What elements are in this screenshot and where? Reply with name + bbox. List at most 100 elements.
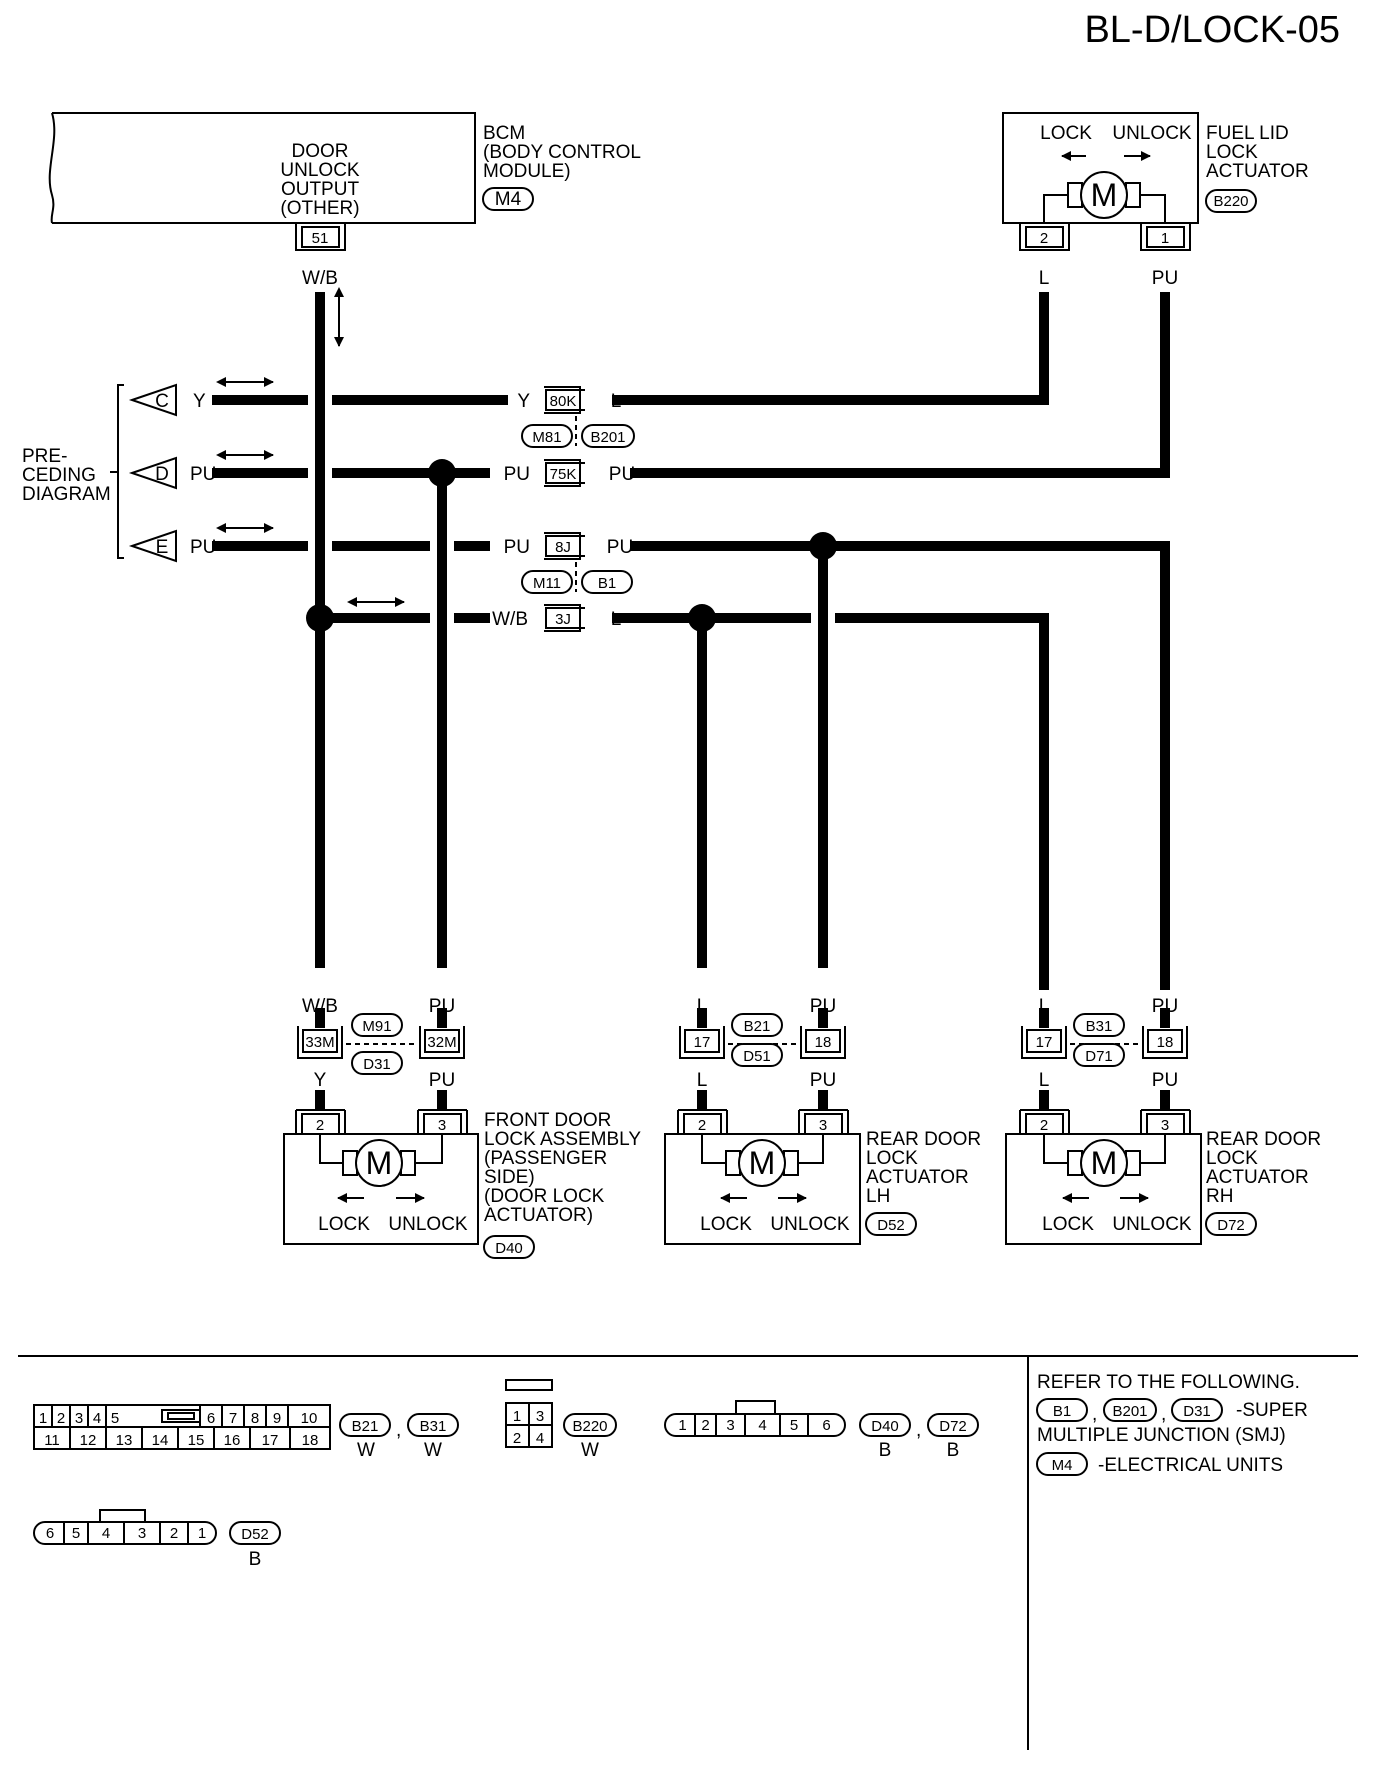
arrow-d-color: PU bbox=[190, 464, 216, 485]
refer-eu-id: M4 bbox=[1052, 1457, 1073, 1474]
row-wb-terminal: 3J bbox=[555, 611, 571, 628]
arrow-e-letter: E bbox=[156, 537, 169, 558]
fd-wire-bottom-left: Y bbox=[314, 1070, 327, 1091]
c6a-id-2: D72 bbox=[939, 1418, 967, 1435]
fd-wire-top-left: W/B bbox=[302, 996, 338, 1017]
rh-label-2: LOCK bbox=[1206, 1148, 1258, 1169]
c4-id: B220 bbox=[572, 1418, 607, 1435]
bcm-output-4: (OTHER) bbox=[280, 198, 359, 219]
motor-icon bbox=[1080, 1139, 1128, 1187]
fd-conn-right: 32M bbox=[427, 1034, 456, 1051]
c18-color-1: W bbox=[357, 1440, 375, 1461]
lh-wire-top-left: L bbox=[697, 996, 708, 1017]
rear-door-lock-actuator-lh: L PU 17 18 B21 D51 L PU 2 3 M LOCK UNLOC… bbox=[664, 996, 981, 1245]
fuel-lid-wire-right: PU bbox=[1152, 268, 1178, 289]
lh-connector-id: D52 bbox=[877, 1217, 905, 1234]
c18-bottom-cell: 17 bbox=[262, 1432, 279, 1449]
motor-icon bbox=[738, 1139, 786, 1187]
row-c-right-color: L bbox=[611, 391, 622, 412]
refer-smj-text-1: -SUPER bbox=[1236, 1400, 1308, 1421]
c6a-cell: 1 bbox=[678, 1417, 686, 1434]
lh-label-2: LOCK bbox=[866, 1148, 918, 1169]
row-e-right-color: PU bbox=[607, 537, 633, 558]
c6a-id-1: D40 bbox=[871, 1418, 899, 1435]
c18-top-cell: 10 bbox=[301, 1410, 318, 1427]
rh-junction-top: B31 bbox=[1086, 1018, 1113, 1035]
pair2-left-id: M11 bbox=[533, 575, 561, 592]
fd-wire-bottom-right: PU bbox=[429, 1070, 455, 1091]
c6b-id: D52 bbox=[241, 1526, 269, 1543]
c6a-cell: 3 bbox=[726, 1417, 734, 1434]
c18-top-cell: 7 bbox=[229, 1410, 237, 1427]
c18-top-cell: 1 bbox=[39, 1410, 47, 1427]
c6b-color: B bbox=[249, 1549, 262, 1570]
fuel-lid-lock-label: LOCK bbox=[1040, 123, 1092, 144]
c18-bottom-cell: 15 bbox=[188, 1432, 205, 1449]
fd-junction-bottom: D31 bbox=[363, 1056, 391, 1073]
c18-top-cell: 3 bbox=[75, 1410, 83, 1427]
c18-top-cell: 9 bbox=[273, 1410, 281, 1427]
c6a-sep: , bbox=[916, 1420, 921, 1441]
rh-lock-label: LOCK bbox=[1042, 1214, 1094, 1235]
c6b-cell: 4 bbox=[102, 1525, 110, 1542]
row-e-terminal: 8J bbox=[555, 539, 571, 556]
fuel-lid-connector-id: B220 bbox=[1213, 193, 1248, 210]
arrow-c-icon bbox=[128, 383, 177, 417]
rh-conn-right: 18 bbox=[1157, 1034, 1174, 1051]
rh-wire-bottom-right: PU bbox=[1152, 1070, 1178, 1091]
bcm-output-3: OUTPUT bbox=[281, 179, 360, 200]
lh-unlock-label: UNLOCK bbox=[770, 1214, 850, 1235]
page-id: BL-D/LOCK-05 bbox=[1084, 9, 1340, 51]
refer-eu-text: -ELECTRICAL UNITS bbox=[1098, 1455, 1283, 1476]
row-e-left-color: PU bbox=[504, 537, 530, 558]
rh-label-4: RH bbox=[1206, 1186, 1233, 1207]
c18-bottom-cell: 18 bbox=[302, 1432, 319, 1449]
c18-id-2: B31 bbox=[420, 1418, 447, 1435]
arrow-e-icon bbox=[128, 529, 177, 563]
c18-bottom-cell: 12 bbox=[80, 1432, 97, 1449]
preceding-label-3: DIAGRAM bbox=[22, 484, 111, 505]
front-door-lock-assembly: W/B PU 33M 32M M91 D31 Y PU 2 3 M LOCK U… bbox=[283, 996, 641, 1259]
fuel-lid-connector-badge bbox=[1205, 189, 1257, 213]
c18-sep: , bbox=[396, 1420, 401, 1441]
motor-icon bbox=[1080, 171, 1128, 219]
arrow-c-color: Y bbox=[193, 391, 206, 412]
lh-label-4: LH bbox=[866, 1186, 890, 1207]
c4-cell-1: 1 bbox=[513, 1408, 521, 1425]
refer-title: REFER TO THE FOLLOWING. bbox=[1037, 1372, 1300, 1393]
fuel-lid-unlock-label: UNLOCK bbox=[1112, 123, 1192, 144]
fd-connector-id: D40 bbox=[495, 1240, 523, 1257]
row-d-terminal: 75K bbox=[550, 466, 577, 483]
fd-wire-top-right: PU bbox=[429, 996, 455, 1017]
bcm-output-2: UNLOCK bbox=[280, 160, 360, 181]
bcm-label-3: MODULE) bbox=[483, 161, 571, 182]
fd-terminal-right: 3 bbox=[438, 1117, 446, 1134]
rh-junction-bottom: D71 bbox=[1085, 1048, 1113, 1065]
c6b-cell: 1 bbox=[198, 1525, 206, 1542]
c4-cell-3: 2 bbox=[513, 1430, 521, 1447]
bcm-module: DOOR UNLOCK OUTPUT (OTHER) BCM (BODY CON… bbox=[48, 112, 641, 289]
fuel-lid-motor: M bbox=[1091, 177, 1118, 213]
fd-motor: M bbox=[366, 1145, 393, 1181]
motor-icon bbox=[355, 1139, 403, 1187]
lh-junction-bottom: D51 bbox=[743, 1048, 771, 1065]
arrow-d-icon bbox=[128, 456, 177, 490]
c4-cell-4: 4 bbox=[536, 1430, 544, 1447]
splice-dot bbox=[306, 604, 334, 632]
fd-junction-top: M91 bbox=[362, 1018, 391, 1035]
fuel-lid-terminal-right: 1 bbox=[1161, 230, 1169, 247]
rh-terminal-right: 3 bbox=[1161, 1117, 1169, 1134]
rh-label-1: REAR DOOR bbox=[1206, 1129, 1321, 1150]
fd-label-1: FRONT DOOR bbox=[484, 1110, 611, 1131]
fuel-lid-wire-left: L bbox=[1039, 268, 1050, 289]
c18-top-cell: 4 bbox=[93, 1410, 101, 1427]
lh-wire-top-right: PU bbox=[810, 996, 836, 1017]
rh-label-3: ACTUATOR bbox=[1206, 1167, 1309, 1188]
bcm-label-1: BCM bbox=[483, 123, 525, 144]
c6a-color-2: B bbox=[947, 1440, 960, 1461]
pair1-left-id: M81 bbox=[532, 429, 561, 446]
bcm-terminal: 51 bbox=[312, 230, 329, 247]
